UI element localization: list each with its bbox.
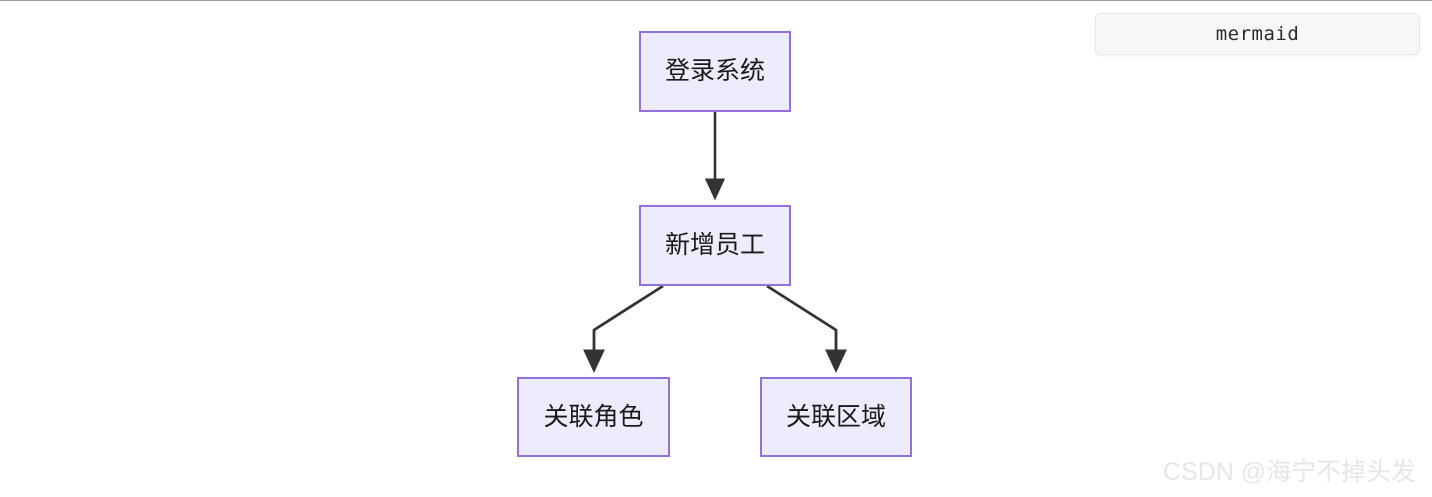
flow-node-login-label: 登录系统 — [664, 57, 765, 85]
edge-addemp-to-role — [583, 284, 664, 373]
flow-node-link-role[interactable]: 关联角色 — [517, 377, 670, 457]
flow-node-add-employee-label: 新增员工 — [664, 231, 765, 259]
page-top-divider — [0, 0, 1432, 1]
edge-addemp-to-region — [766, 284, 847, 373]
flow-node-link-role-label: 关联角色 — [543, 402, 644, 431]
flow-node-link-region-label: 关联区域 — [785, 402, 886, 431]
csdn-watermark: CSDN @海宁不掉头发 — [1163, 458, 1417, 486]
flow-node-link-region[interactable]: 关联区域 — [760, 377, 912, 457]
flow-node-add-employee[interactable]: 新增员工 — [639, 205, 791, 286]
mermaid-language-label: mermaid — [1215, 23, 1300, 45]
flow-node-login[interactable]: 登录系统 — [639, 31, 791, 112]
mermaid-language-chip: mermaid — [1095, 13, 1420, 55]
